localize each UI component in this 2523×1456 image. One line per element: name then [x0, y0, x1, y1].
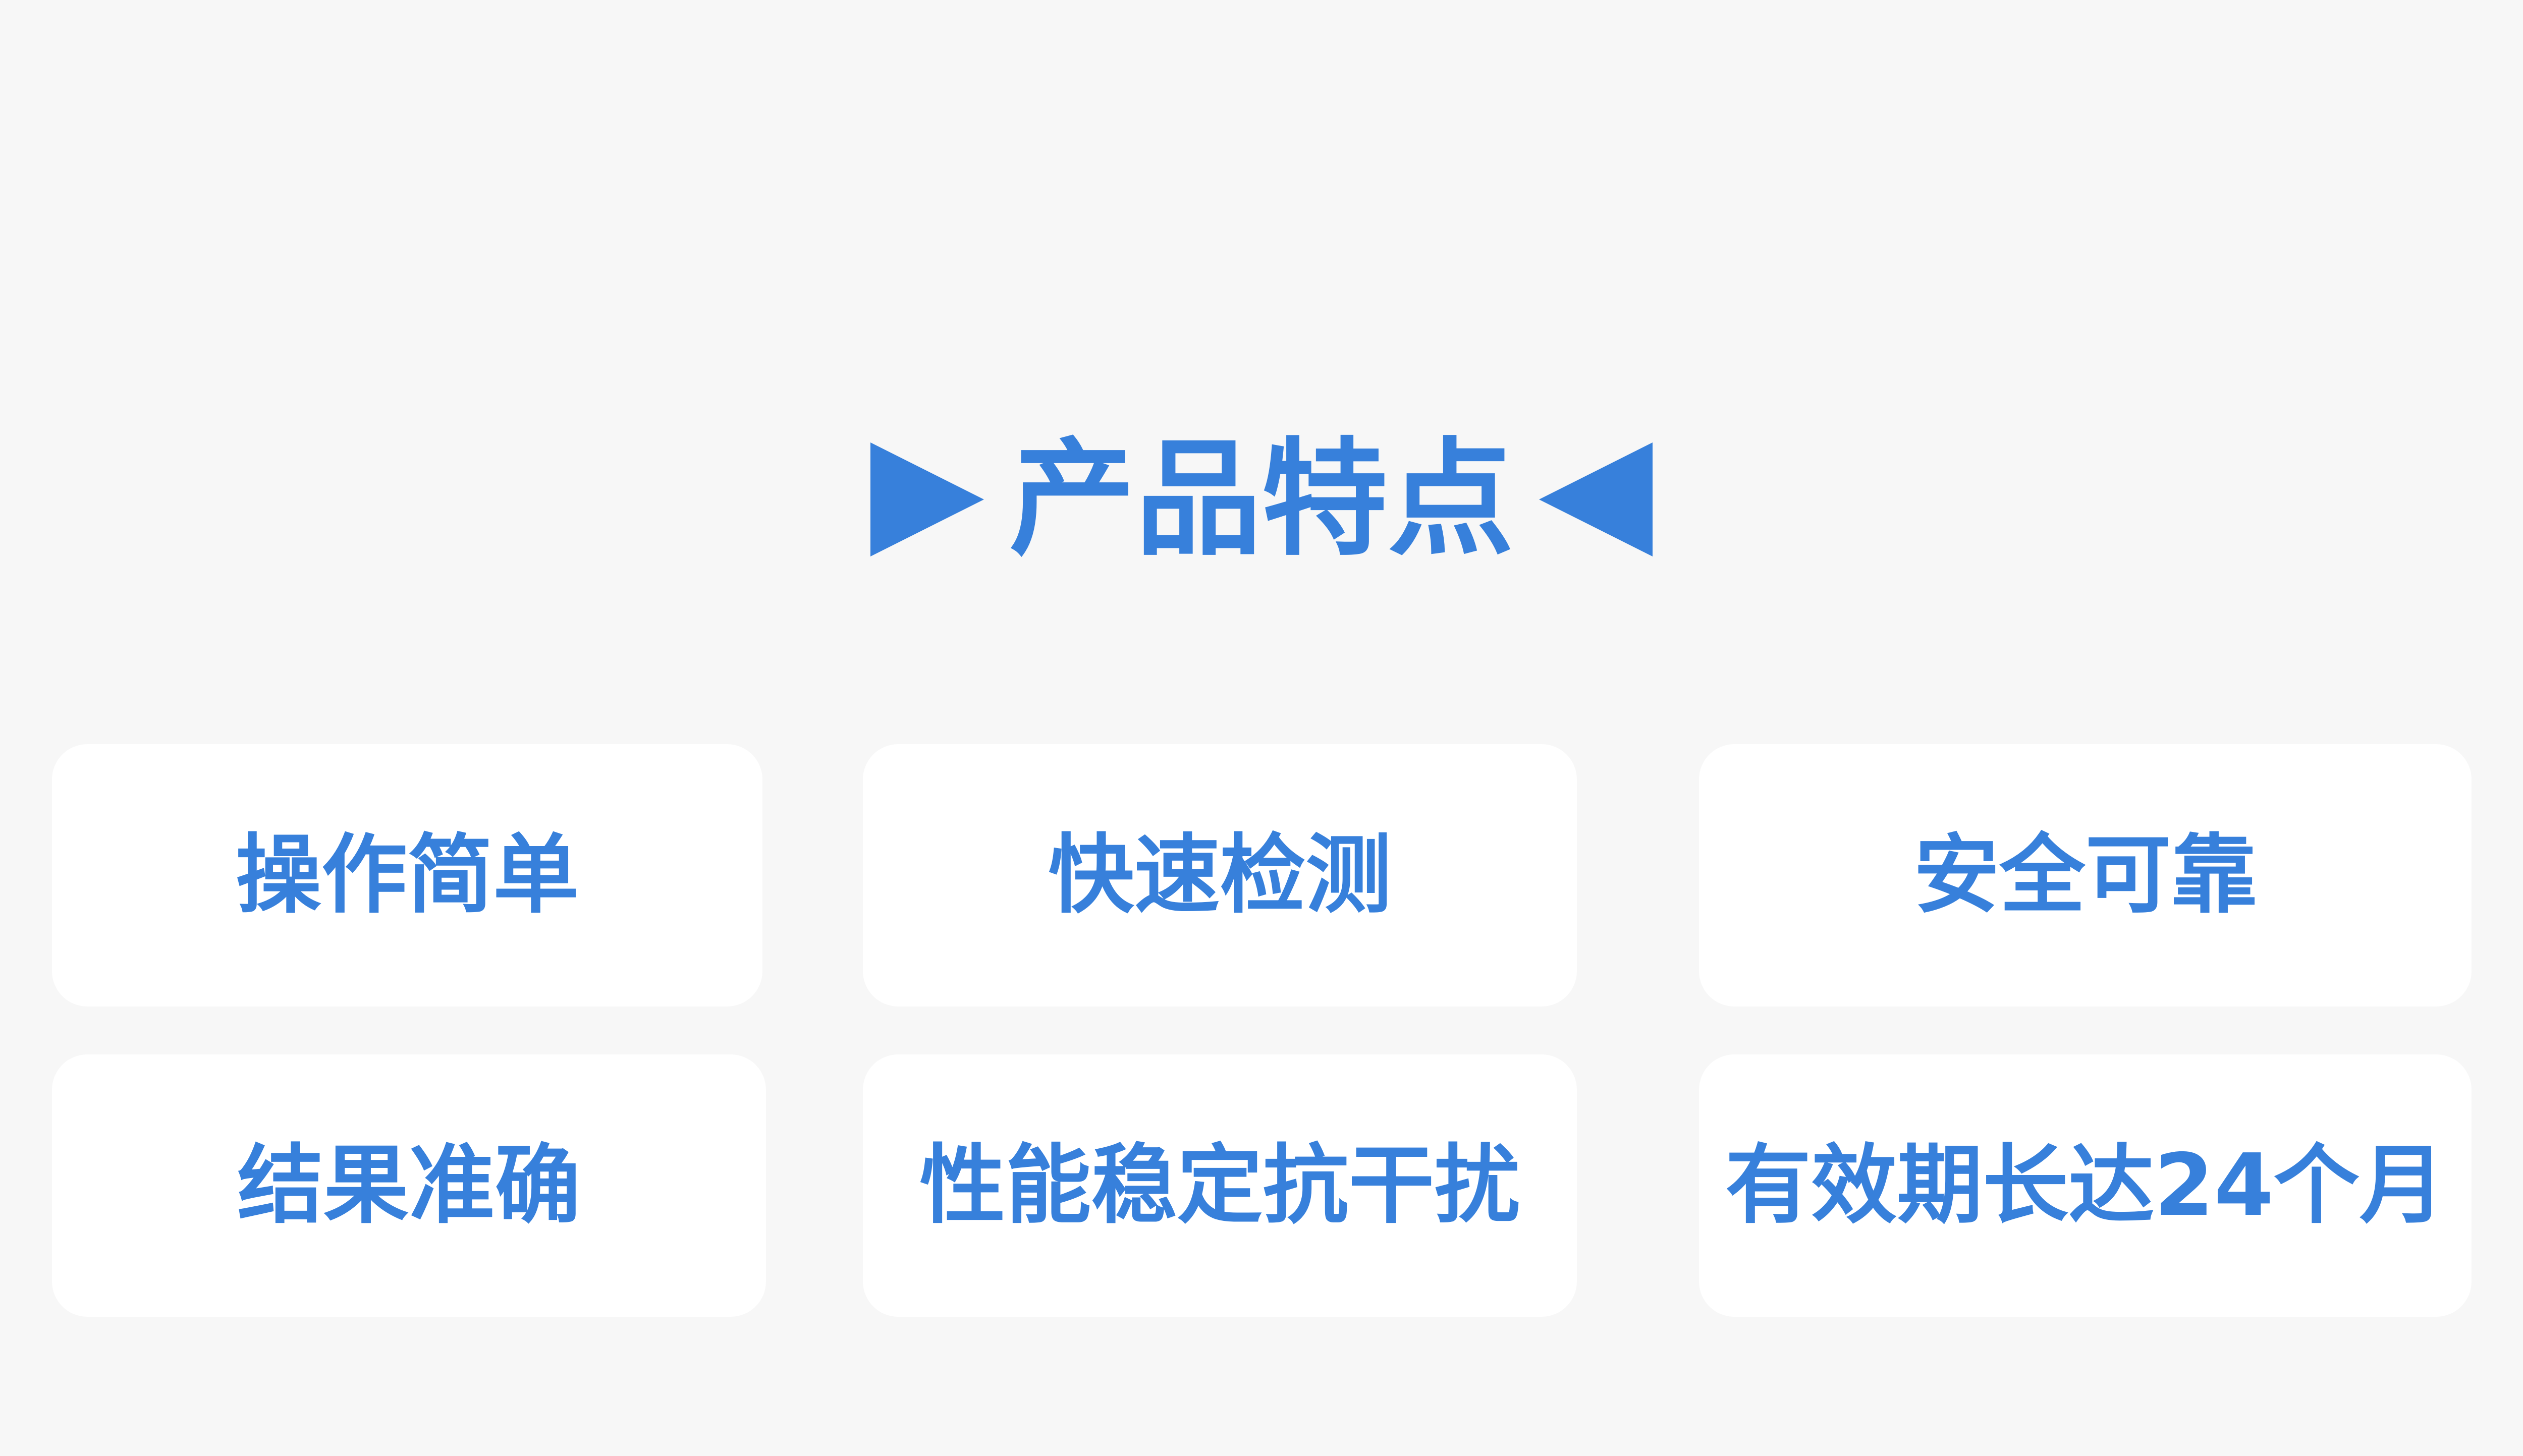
feature-label: 性能稳定抗干扰 [919, 1136, 1520, 1236]
triangle-left-icon [1539, 442, 1653, 556]
feature-card: 操作简单 [52, 744, 762, 1006]
feature-label: 操作简单 [235, 825, 579, 925]
feature-label: 快速检测 [1048, 825, 1392, 925]
feature-label: 安全可靠 [1913, 825, 2257, 925]
feature-card: 快速检测 [863, 744, 1577, 1006]
page-title: 产品特点 [1009, 426, 1514, 573]
feature-label: 结果准确 [237, 1136, 581, 1236]
feature-card: 有效期长达24个月 [1699, 1054, 2472, 1317]
feature-card: 结果准确 [52, 1054, 766, 1317]
section-title: 产品特点 [0, 434, 2523, 565]
feature-label: 有效期长达24个月 [1725, 1136, 2445, 1236]
triangle-right-icon [870, 442, 984, 556]
feature-card: 性能稳定抗干扰 [863, 1054, 1577, 1317]
feature-card: 安全可靠 [1699, 744, 2472, 1006]
